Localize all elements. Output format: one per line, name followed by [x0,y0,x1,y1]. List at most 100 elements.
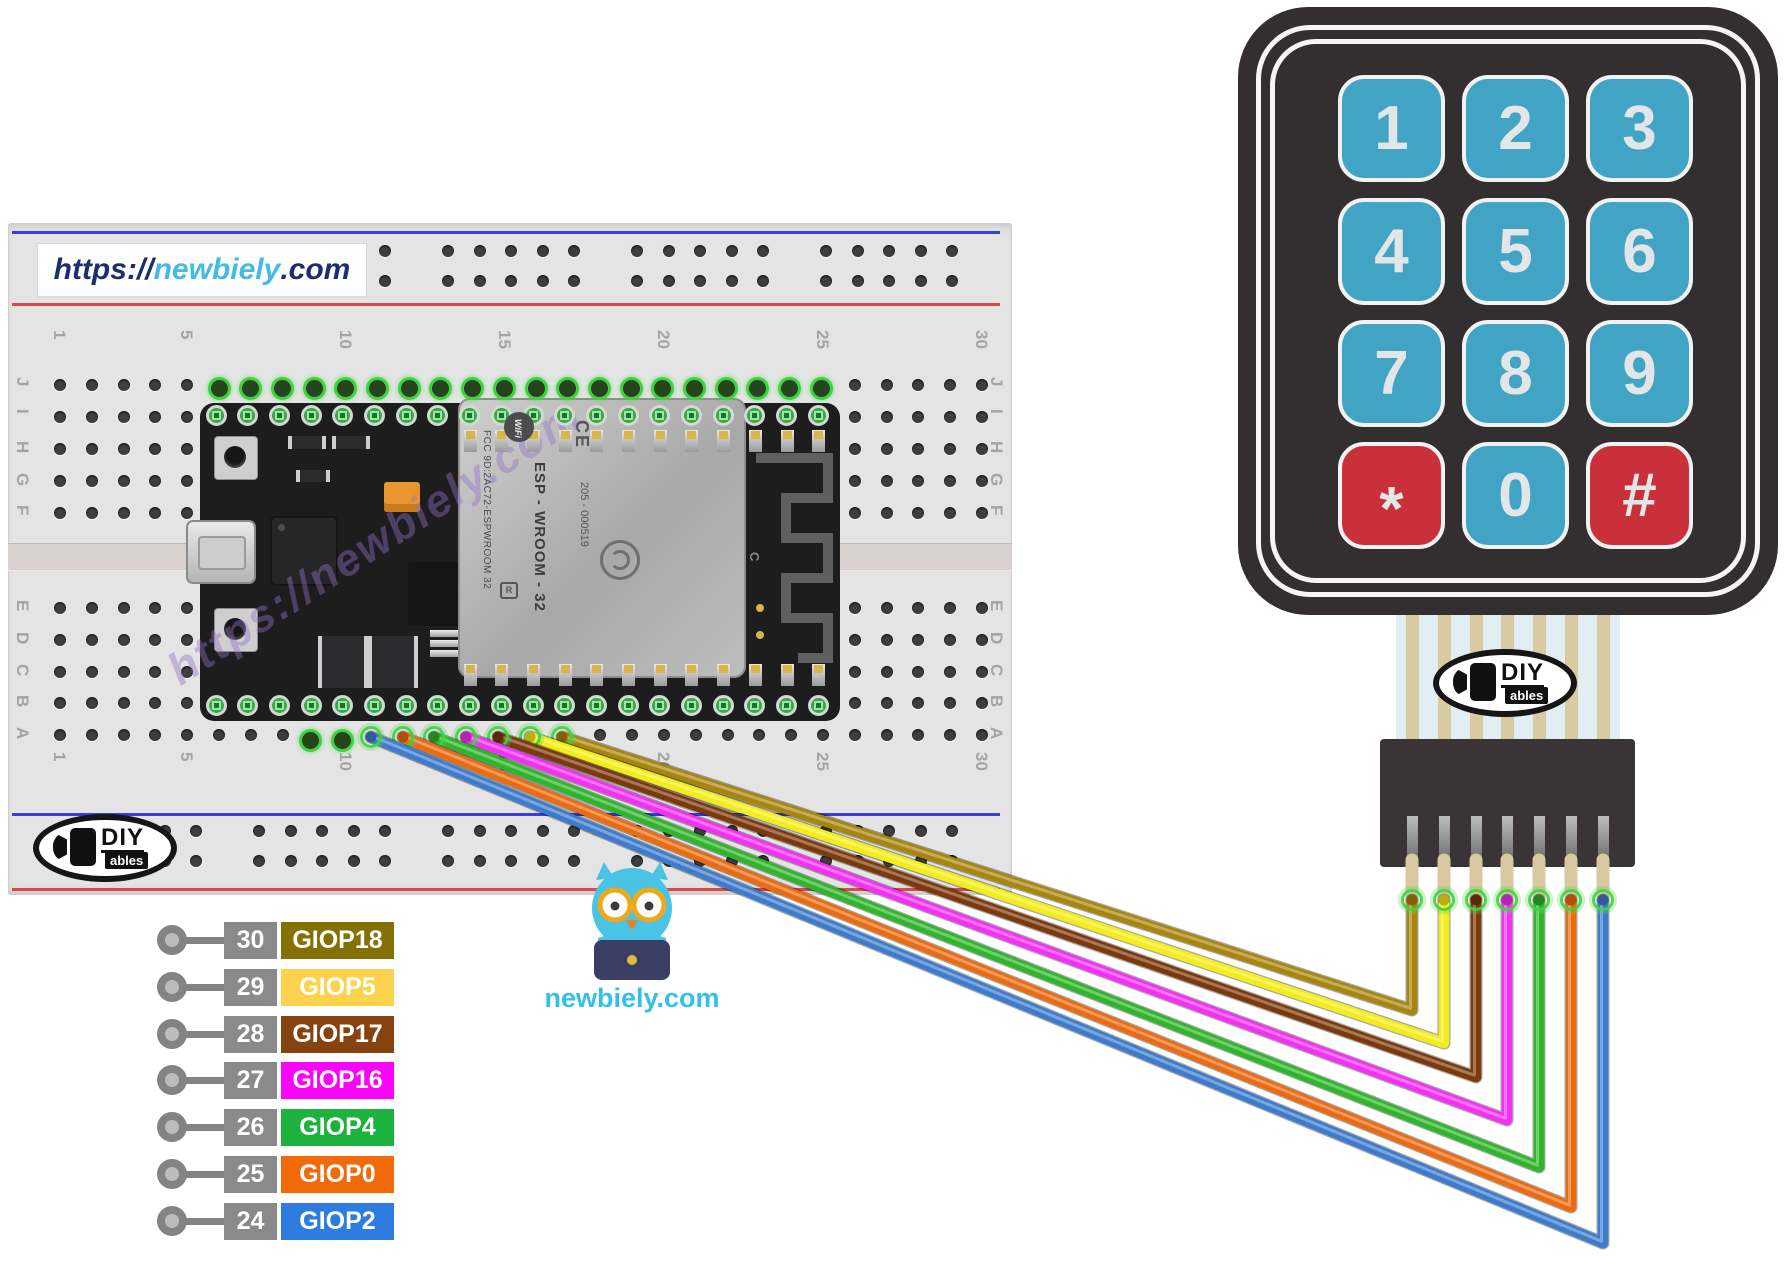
owl-site-text: newbiely.com [544,983,720,1013]
connection-ring [778,376,802,400]
connection-glow [1557,886,1585,914]
connection-ring [429,376,453,400]
breadboard-hole [816,729,829,741]
pad-center [465,410,475,420]
breadboard-hole [944,443,957,455]
power-rail-hole [851,825,864,837]
board-pin-pad [744,694,766,716]
board-pin-pad [712,404,734,426]
wire-end-dot [1597,894,1609,906]
diy-text: DIY [101,824,145,853]
column-number-top: 1 [50,330,69,340]
board-pin-pad [776,404,798,426]
module-castellated-pin [748,664,762,686]
connection-ring [334,376,358,400]
pin-gold-tip [528,665,538,673]
breadboard-hole [117,475,130,487]
breadboard-hole [54,411,66,423]
pad-center [401,410,411,420]
module-castellated-pin [653,430,667,452]
connection-glow [1462,886,1490,914]
url-banner: https://newbiely.com [38,244,366,296]
keypad-key-6: 6 [1586,198,1693,305]
pin-icon [157,1065,187,1096]
breadboard-hole [944,411,957,423]
breadboard-hole [85,443,98,455]
power-rail-hole [662,245,675,257]
pin-icon [157,925,187,955]
connection-ring [524,376,548,400]
board-pin-pad [268,694,290,716]
breadboard-hole [880,507,893,519]
connector-pin-slot [1406,816,1418,861]
row-letter-right: H [987,441,1006,454]
power-rail-hole [851,275,864,287]
keypad-key-3: 3 [1586,75,1693,182]
connection-ring [1528,889,1550,911]
column-number-top: 30 [971,330,991,349]
power-rail-hole [725,275,738,287]
row-letter-left: I [13,409,32,414]
breadboard-hole [721,729,734,741]
breadboard-hole [85,475,98,487]
board-pin-pad [459,404,481,426]
pin-gold-tip [465,431,475,439]
wire-end-dot [1501,894,1513,906]
pin-icon-center [165,1167,179,1181]
breadboard-hole [54,634,66,646]
pad-center [496,410,506,420]
board-pin-pad [237,404,259,426]
pad-center [813,410,823,420]
board-pin-pad [395,694,417,716]
owl-laptop-dot [627,955,637,965]
registered-mark: R [500,582,518,599]
pin-gold-tip [719,431,729,439]
row-letter-left: F [13,505,32,516]
pin-icon-center [165,1213,179,1228]
breadboard-hole [54,602,66,614]
wire-end-shade [1597,894,1609,906]
breadboard-hole [975,411,988,423]
pad-center [433,700,443,710]
board-pin-pad [427,694,449,716]
module-castellated-pin [590,664,604,686]
url-site-name: newbiely [153,253,281,286]
connection-ring [587,376,611,400]
power-rail-hole [536,275,549,287]
board-pin-pad [776,694,798,716]
wire-end-shade [1565,894,1577,906]
column-number-bottom: 10 [336,752,356,771]
power-rail-hole [946,855,958,867]
keypad-key-0: 0 [1462,442,1569,549]
board-pin-pad [807,694,829,716]
connection-ring [366,376,389,400]
board-pin-pad [364,694,385,716]
keypad-ribbon-cable [1396,612,1620,742]
pad-center [274,700,284,710]
breadboard-hole [181,729,194,741]
breadboard-hole [85,602,98,614]
row-letter-left: A [13,727,32,740]
power-rail-hole [379,825,391,837]
wifi-logo-icon: WiFi [504,412,534,442]
board-pin-pad [617,404,639,426]
board-pin-pad [427,404,449,426]
pin-gold-tip [750,431,760,439]
diyables-glyph [70,828,96,866]
power-rail-hole [725,825,738,837]
pad-center [528,410,538,420]
pin-stem [184,937,226,944]
pad-center [813,700,823,710]
connection-ring [270,376,294,400]
antenna-c-mark: C [747,552,762,562]
pin-icon [157,1112,187,1143]
breadboard-hole [848,666,861,678]
pin-number: 26 [224,1109,277,1147]
row-letter-right: D [987,632,1006,645]
pin-stem [184,1030,226,1038]
connection-ring [207,376,231,400]
row-letter-right: E [987,600,1006,612]
row-letter-right: J [987,377,1006,387]
